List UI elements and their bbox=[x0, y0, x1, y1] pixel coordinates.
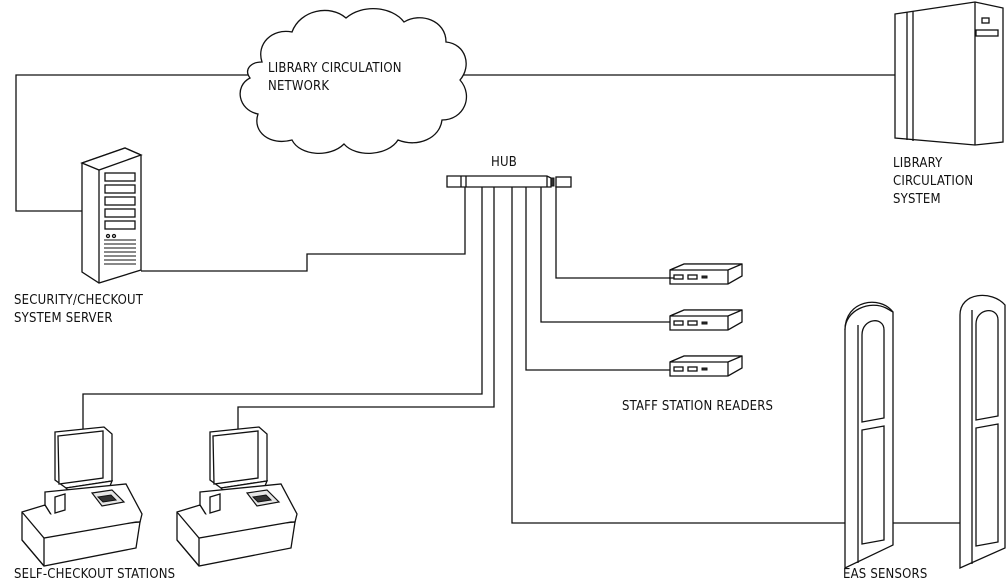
network-label: LIBRARY CIRCULATION NETWORK bbox=[268, 60, 402, 96]
self-checkout-station-1-icon bbox=[21, 426, 143, 567]
staff-reader-3-icon bbox=[669, 355, 743, 377]
server-label-line2: SYSTEM SERVER bbox=[14, 311, 113, 326]
server-network-link bbox=[15, 74, 255, 212]
hub-reader2-link bbox=[540, 186, 670, 323]
eas-sensor-2-icon bbox=[959, 294, 1006, 570]
hub-reader3-link bbox=[525, 186, 670, 371]
network-label-line1: LIBRARY CIRCULATION bbox=[268, 61, 402, 76]
hub-label: HUB bbox=[491, 155, 517, 170]
hub-selfcheckout1-link bbox=[82, 186, 483, 432]
server-hub-link bbox=[141, 186, 466, 272]
self-checkout-label: SELF-CHECKOUT STATIONS bbox=[14, 567, 176, 582]
circulation-label-line1: LIBRARY bbox=[893, 156, 943, 171]
staff-readers-label: STAFF STATION READERS bbox=[622, 399, 774, 414]
hub-reader1-link bbox=[555, 186, 670, 279]
staff-reader-1-icon bbox=[669, 263, 743, 285]
network-label-line2: NETWORK bbox=[268, 79, 330, 94]
circulation-system-label: LIBRARY CIRCULATION SYSTEM bbox=[893, 155, 973, 209]
server-label-line1: SECURITY/CHECKOUT bbox=[14, 293, 144, 308]
eas-sensor-1-icon bbox=[844, 301, 894, 570]
circulation-label-line3: SYSTEM bbox=[893, 192, 941, 207]
server-label: SECURITY/CHECKOUT SYSTEM SERVER bbox=[14, 292, 143, 328]
self-checkout-station-2-icon bbox=[176, 426, 298, 567]
circulation-system-icon bbox=[894, 1, 1004, 146]
network-cloud-icon bbox=[239, 7, 468, 155]
hub-eas-link bbox=[511, 186, 845, 524]
staff-reader-2-icon bbox=[669, 309, 743, 331]
server-tower-icon bbox=[80, 147, 143, 284]
connection-lines bbox=[15, 74, 960, 524]
circulation-label-line2: CIRCULATION bbox=[893, 174, 974, 189]
hub-icon bbox=[446, 175, 572, 188]
hub-selfcheckout2-link bbox=[237, 186, 495, 432]
eas-sensors-label: EAS SENSORS bbox=[843, 567, 928, 582]
